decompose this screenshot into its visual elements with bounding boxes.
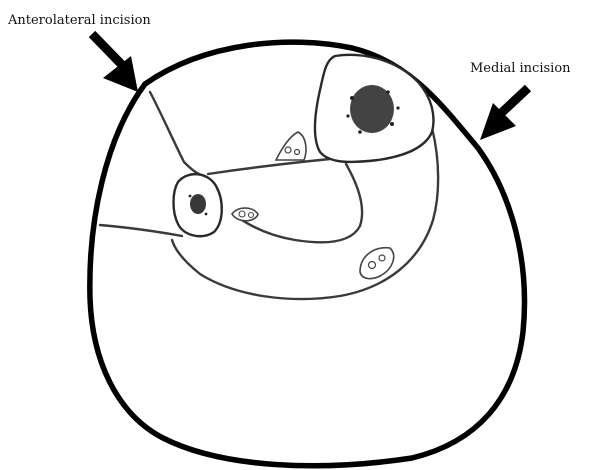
interosseous-membrane	[208, 159, 330, 174]
anterolateral-septum	[150, 92, 204, 176]
medial-arrow-icon	[480, 88, 528, 140]
tibialis-posterior-boundary	[236, 164, 362, 242]
anterolateral-incision-label: Anterolateral incision	[7, 13, 151, 28]
anterolateral-arrow-icon	[92, 34, 138, 92]
leg-outline	[90, 42, 525, 466]
anterior-neurovascular-bundle	[276, 132, 306, 160]
peroneal-neurovascular-bundle	[232, 208, 258, 221]
medial-incision-label: Medial incision	[470, 61, 571, 76]
posterior-tibial-neurovascular-bundle	[360, 248, 394, 279]
lateral-septum	[100, 225, 182, 236]
